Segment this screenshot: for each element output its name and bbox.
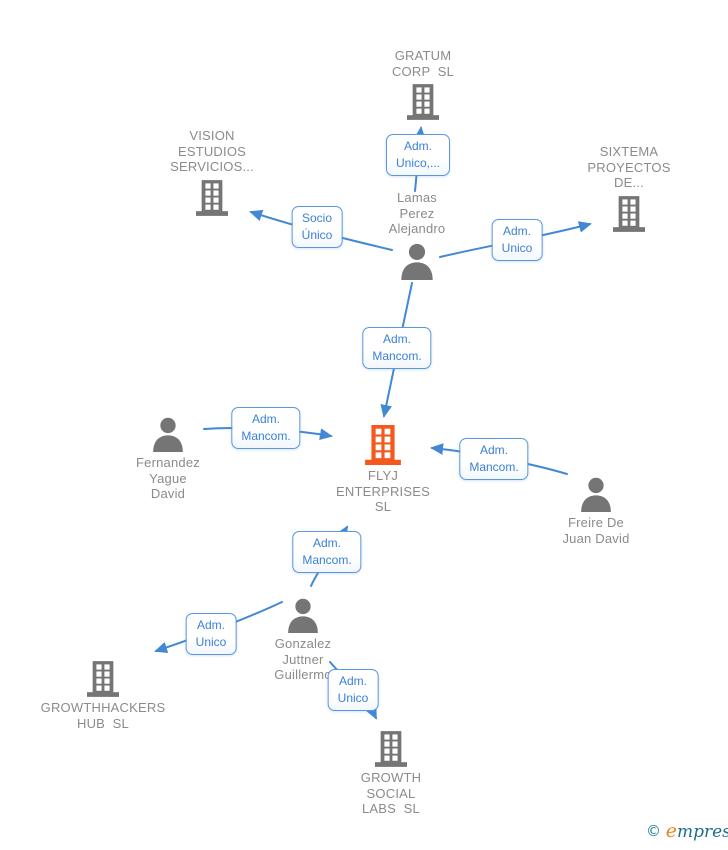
relationship-label-adm-unico: Adm. Unico [491, 219, 543, 261]
node-gratum-corp-sl[interactable]: GRATUM CORP SL [348, 48, 498, 123]
building-icon [375, 731, 407, 767]
relationship-label-socio-unico: Socio Único [291, 206, 343, 248]
building-icon [613, 195, 645, 232]
node-label: GROWTH SOCIAL LABS SL [360, 770, 422, 816]
building-icon [87, 661, 119, 697]
relationship-label-adm-mancom: Adm. Mancom. [459, 438, 529, 480]
node-fernandez-yague-david[interactable]: Fernandez Yague David [93, 411, 243, 502]
node-lamas-perez-alejandro[interactable]: Lamas Perez Alejandro [342, 190, 492, 283]
node-sixtema-proyectos[interactable]: SIXTEMA PROYECTOS DE... [554, 144, 704, 235]
relationship-label-adm-mancom: Adm. Mancom. [362, 327, 432, 369]
node-label: Freire De Juan David [562, 515, 630, 546]
node-label: FLYJ ENTERPRISES SL [336, 468, 430, 514]
node-vision-estudios[interactable]: VISION ESTUDIOS SERVICIOS... [137, 128, 287, 219]
person-icon [150, 416, 186, 452]
node-growth-social-labs-sl[interactable]: GROWTH SOCIAL LABS SL [316, 726, 466, 817]
person-icon [285, 597, 321, 633]
relationship-label-adm-unico-etc: Adm. Unico,... [385, 134, 451, 176]
node-label: Fernandez Yague David [136, 455, 200, 501]
relationship-label-adm-mancom: Adm. Mancom. [231, 407, 301, 449]
brand-wordmark: empresia [665, 820, 728, 842]
person-icon [398, 242, 436, 280]
node-flyj-enterprises-sl[interactable]: FLYJ ENTERPRISES SL [308, 420, 458, 515]
person-icon [578, 476, 614, 512]
copyright-icon: © [646, 822, 661, 840]
relationship-label-adm-unico: Adm. Unico [185, 613, 237, 655]
building-icon [365, 425, 401, 465]
relationship-label-adm-mancom: Adm. Mancom. [292, 531, 362, 573]
relationship-label-adm-unico: Adm. Unico [327, 669, 379, 711]
building-icon [407, 84, 439, 120]
node-label: GROWTHHACKERS HUB SL [40, 700, 166, 731]
node-gonzalez-juttner-guillermo[interactable]: Gonzalez Juttner Guillermo [228, 592, 378, 683]
node-label: VISION ESTUDIOS SERVICIOS... [170, 128, 254, 174]
node-label: GRATUM CORP SL [391, 48, 455, 79]
node-growthhackers-hub-sl[interactable]: GROWTHHACKERS HUB SL [28, 656, 178, 731]
node-freire-de-juan-david[interactable]: Freire De Juan David [521, 471, 671, 546]
node-label: Gonzalez Juttner Guillermo [274, 636, 332, 682]
node-label: SIXTEMA PROYECTOS DE... [587, 144, 671, 190]
node-label: Lamas Perez Alejandro [388, 190, 446, 236]
building-icon [196, 179, 228, 216]
empresia-logo[interactable]: © empresia [646, 820, 728, 842]
